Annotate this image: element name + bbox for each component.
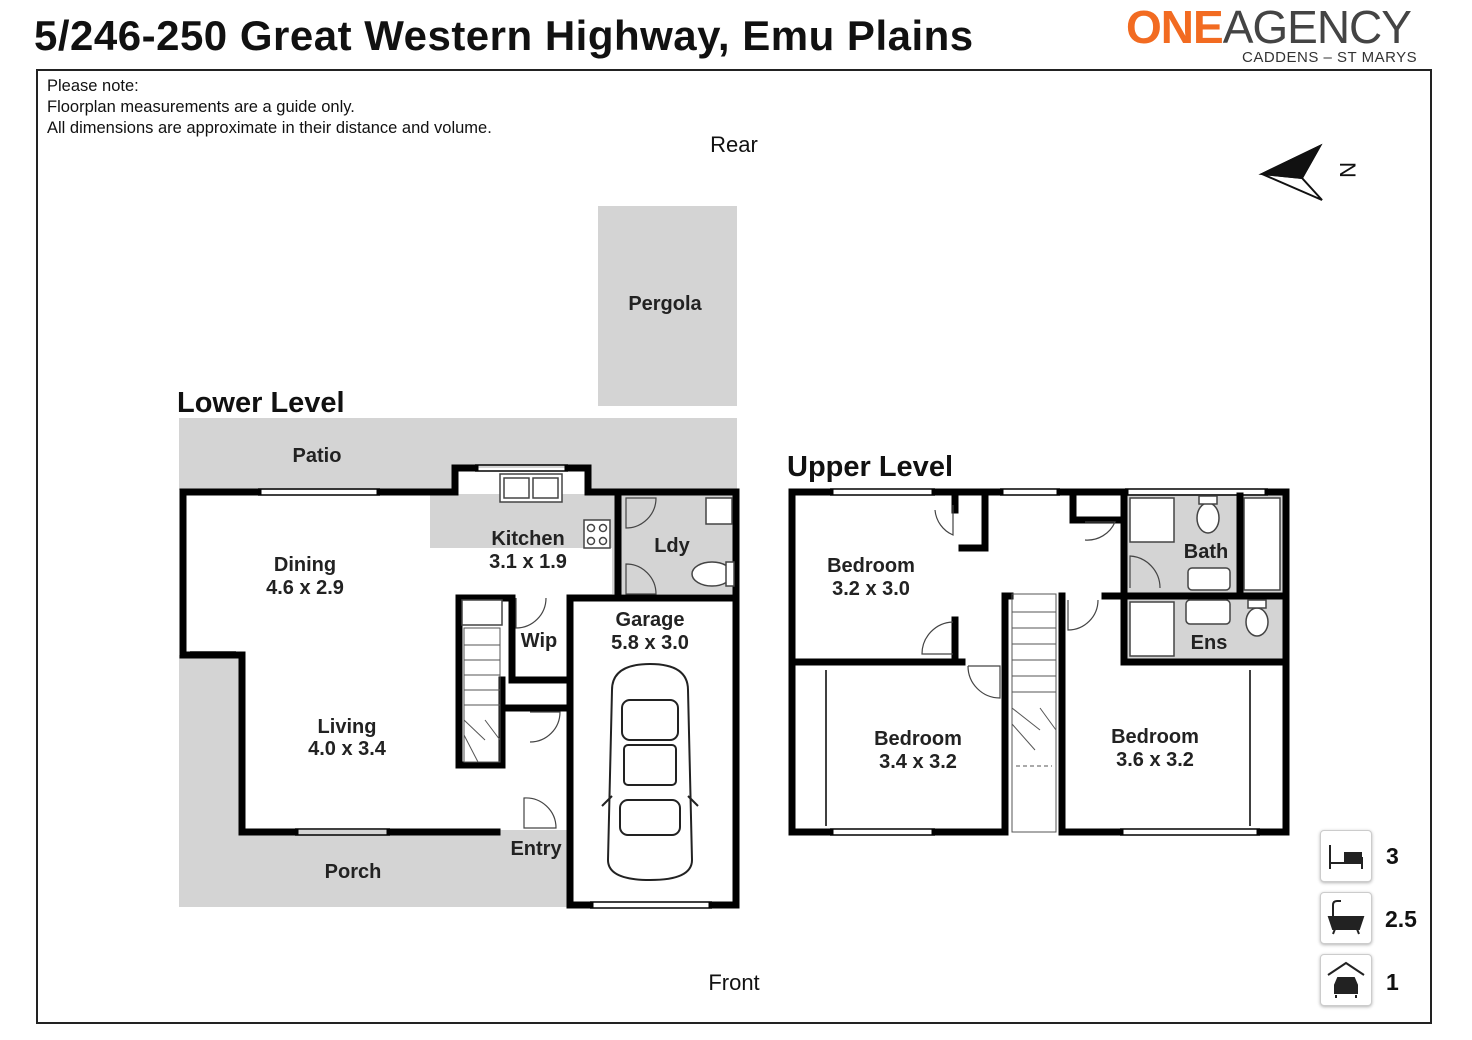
car-icon bbox=[601, 662, 699, 882]
car-spaces-stat-icon-box bbox=[1320, 954, 1372, 1006]
north-label: N bbox=[1335, 162, 1360, 178]
wip-label: Wip bbox=[521, 630, 557, 652]
north-compass-icon bbox=[1258, 143, 1323, 201]
living-label: Living bbox=[318, 716, 377, 738]
kitchen-label: Kitchen bbox=[491, 528, 564, 550]
disclaimer-note: Please note: Floorplan measurements are … bbox=[47, 76, 492, 139]
upper-level-walls bbox=[788, 488, 1290, 836]
logo-subtitle: CADDENS – ST MARYS bbox=[1242, 49, 1418, 66]
bed-icon bbox=[1329, 845, 1363, 869]
bedroom-2-label: Bedroom bbox=[874, 728, 962, 750]
dining-dims: 4.6 x 2.9 bbox=[266, 577, 344, 599]
agency-logo: ONEAGENCY CADDENS – ST MARYS bbox=[1126, 4, 1436, 68]
dining-label: Dining bbox=[274, 554, 336, 576]
garage-label: Garage bbox=[616, 609, 685, 631]
entry-label: Entry bbox=[510, 838, 562, 860]
pergola-area bbox=[598, 206, 737, 406]
bedroom-3-label: Bedroom bbox=[1111, 726, 1199, 748]
kitchen-dims: 3.1 x 1.9 bbox=[489, 551, 567, 573]
upper-level-title: Upper Level bbox=[787, 451, 953, 483]
logo-agency-text: AGENCY bbox=[1222, 1, 1412, 53]
bedroom-1-label: Bedroom bbox=[827, 555, 915, 577]
note-line: All dimensions are approximate in their … bbox=[47, 119, 492, 137]
lower-level-walls bbox=[179, 464, 740, 909]
rear-label: Rear bbox=[710, 132, 758, 157]
car-spaces-count: 1 bbox=[1386, 969, 1399, 995]
laundry-label: Ldy bbox=[654, 535, 690, 557]
garage-dims: 5.8 x 3.0 bbox=[611, 632, 689, 654]
front-label: Front bbox=[708, 970, 759, 995]
note-line: Please note: bbox=[47, 77, 139, 95]
bedroom-2-dims: 3.4 x 3.2 bbox=[879, 751, 957, 773]
bedroom-3-dims: 3.6 x 3.2 bbox=[1116, 749, 1194, 771]
logo-one-text: ONE bbox=[1126, 1, 1224, 53]
bathrooms-stat-icon-box bbox=[1320, 892, 1372, 944]
bedroom-1-dims: 3.2 x 3.0 bbox=[832, 578, 910, 600]
garage-car-icon bbox=[1327, 961, 1365, 998]
lower-level-title: Lower Level bbox=[177, 387, 345, 419]
bath-icon bbox=[1327, 900, 1365, 935]
floorplan-frame bbox=[36, 69, 1432, 1024]
bath-label: Bath bbox=[1184, 541, 1228, 563]
ensuite-label: Ens bbox=[1191, 632, 1228, 654]
living-dims: 4.0 x 3.4 bbox=[308, 738, 387, 760]
bedrooms-stat-icon-box bbox=[1320, 830, 1372, 882]
page-title: 5/246-250 Great Western Highway, Emu Pla… bbox=[34, 12, 974, 59]
patio-label: Patio bbox=[293, 445, 342, 467]
pergola-label: Pergola bbox=[628, 293, 702, 315]
bathrooms-count: 2.5 bbox=[1385, 906, 1417, 932]
note-line: Floorplan measurements are a guide only. bbox=[47, 98, 355, 116]
bedrooms-count: 3 bbox=[1386, 843, 1399, 869]
porch-label: Porch bbox=[325, 861, 382, 883]
